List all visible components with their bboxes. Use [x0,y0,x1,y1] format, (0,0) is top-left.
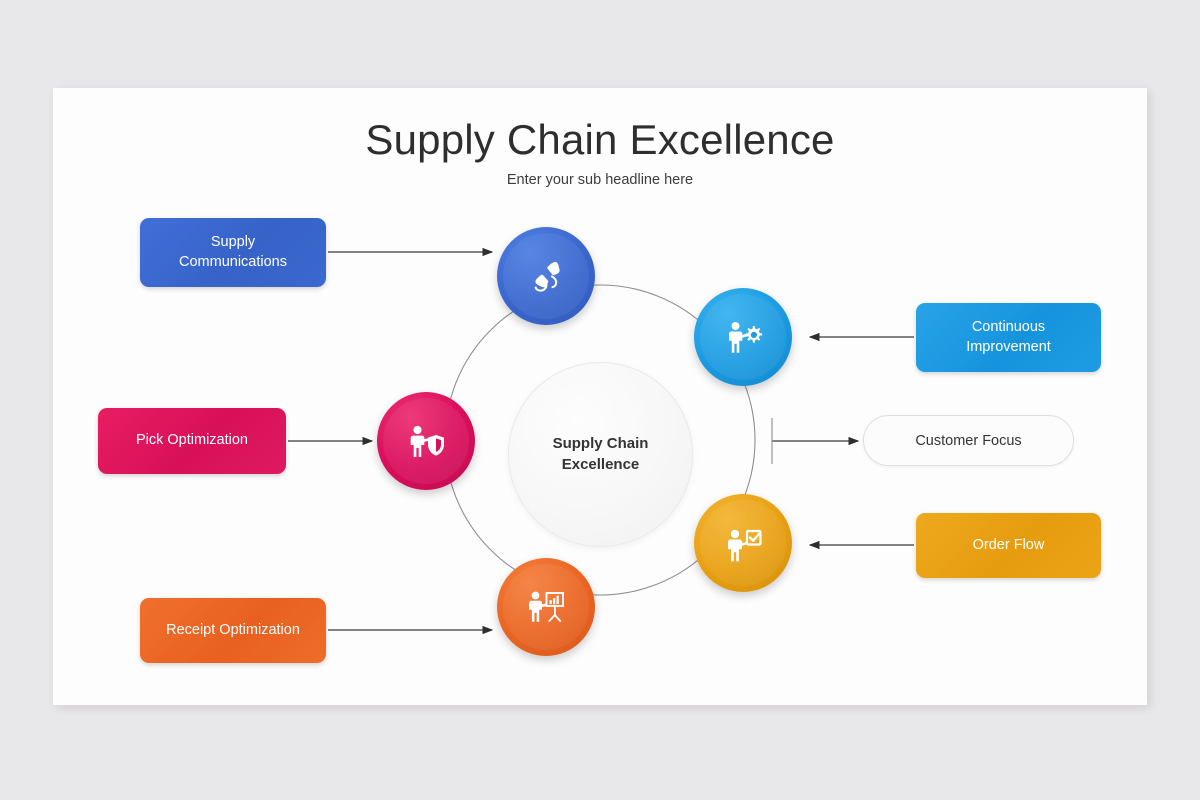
label-supply-communications-line2: Communications [179,253,287,270]
page-title: Supply Chain Excellence [365,116,835,163]
label-continuous-improvement[interactable]: Continuous Improvement [916,303,1101,372]
label-receipt-optimization-line1: Receipt Optimization [166,621,300,638]
label-receipt-optimization[interactable]: Receipt Optimization [140,598,326,663]
center-hub: Supply Chain Excellence [508,362,693,547]
label-order-flow-line1: Order Flow [972,536,1045,553]
label-pick-optimization-line1: Pick Optimization [135,432,248,449]
phone-icon [534,262,560,292]
label-pick-optimization[interactable]: Pick Optimization [98,408,286,474]
receipt-optimization-node[interactable] [497,558,595,656]
label-continuous-improvement-line2: Improvement [966,338,1051,355]
label-supply-communications-line1: Supply [210,234,256,251]
label-order-flow[interactable]: Order Flow [916,513,1101,578]
label-customer-focus[interactable]: Customer Focus [863,415,1074,466]
label-customer-focus-text: Customer Focus [915,432,1022,449]
supply-communications-node[interactable] [497,227,595,325]
pick-optimization-node[interactable] [377,392,475,490]
center-title-line1: Supply Chain [552,434,649,452]
person-gear-icon [729,322,763,353]
order-flow-node[interactable] [694,494,792,592]
label-supply-communications[interactable]: Supply Communications [140,218,326,287]
page-subtitle: Enter your sub headline here [506,172,694,188]
label-continuous-improvement-line1: Continuous [971,319,1046,336]
center-title-line2: Excellence [561,455,640,473]
person-chart-presentation-icon [529,591,564,622]
continuous-improvement-node[interactable] [694,288,792,386]
person-checkbox-icon [728,529,762,562]
person-shield-icon [410,425,444,457]
